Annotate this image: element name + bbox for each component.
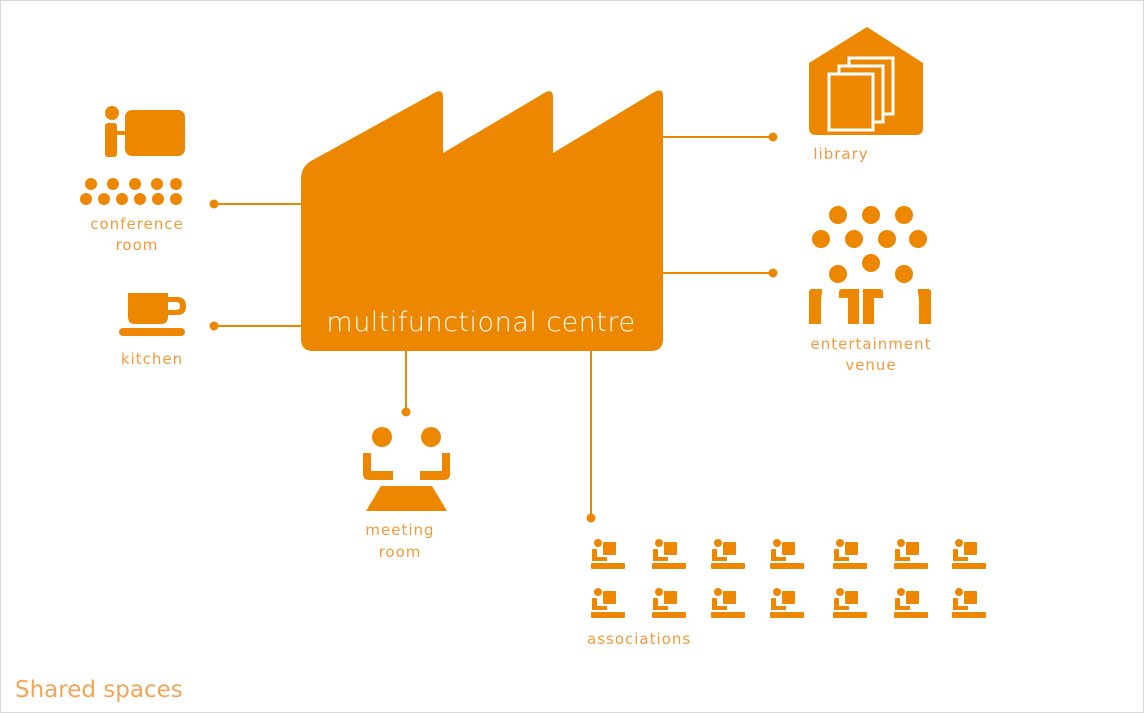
conference-label-line1: conference <box>90 215 184 233</box>
cup-icon <box>119 293 186 336</box>
desk-icon <box>652 539 686 569</box>
desk-icon <box>591 588 625 618</box>
connectors <box>209 132 778 523</box>
desk-icon <box>894 539 928 569</box>
desk-icon <box>652 588 686 618</box>
desk-icon <box>894 588 928 618</box>
centre-label: multifunctional centre <box>326 307 635 338</box>
factory-shape <box>301 90 663 351</box>
entertainment-label-line2: venue <box>845 356 896 374</box>
desk-icon <box>770 588 804 618</box>
desk-icon <box>770 539 804 569</box>
desk-icon <box>952 539 986 569</box>
associations-label: associations <box>587 630 691 648</box>
kitchen-label: kitchen <box>121 350 183 368</box>
desk-icon <box>952 588 986 618</box>
desk-icon <box>711 539 745 569</box>
desk-icon <box>833 539 867 569</box>
desk-icon <box>591 539 625 569</box>
presentation-icon <box>80 106 185 205</box>
entertainment-label-line1: entertainment <box>811 335 932 353</box>
desk-icon <box>833 588 867 618</box>
diagram-caption: Shared spaces <box>15 677 183 703</box>
associations-icon-grid <box>591 539 986 618</box>
library-label: library <box>813 145 868 163</box>
desk-icon <box>711 588 745 618</box>
library-icon <box>809 27 923 135</box>
meeting-label-line1: meeting <box>365 521 434 539</box>
meeting-label-line2: room <box>379 543 422 561</box>
conference-label-line2: room <box>116 236 159 254</box>
audience-icon <box>809 206 931 324</box>
meeting-icon <box>363 427 450 511</box>
